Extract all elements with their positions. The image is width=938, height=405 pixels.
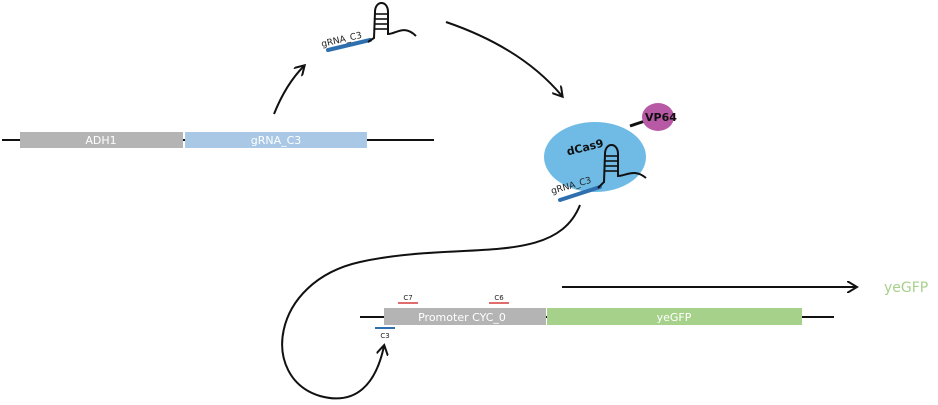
free-grna: gRNA_C3 [320,2,417,52]
complex-grna-hairpin-icon [597,144,647,189]
site-c6-label: C6 [494,294,504,302]
site-c3-label: C3 [380,332,389,340]
yegfp-segment [547,308,802,325]
free-grna-spacer [326,38,372,52]
targeting-arrow [281,204,581,400]
adh1-segment [20,132,183,148]
adh1-label: ADH1 [85,134,116,147]
complex-grna-rungs [605,155,618,172]
yegfp-segment-label: yeGFP [657,311,692,324]
complex-grna-spacer [558,185,602,202]
vp64-label: VP64 [645,111,677,124]
output-label: yeGFP [884,280,928,296]
dcas9-protein [544,122,646,192]
top-construct: ADH1 gRNA_C3 [2,132,434,148]
free-grna-hairpin-icon [367,2,417,43]
free-grna-rungs [375,13,388,30]
promoter-label: Promoter CYC_0 [418,311,506,324]
bottom-construct: Promoter CYC_0 yeGFP C7 C6 C3 [360,294,834,340]
vp64-domain [642,103,674,131]
grna-c3-segment [185,132,367,148]
dcas9-complex: VP64 dCas9 gRNA_C3 [544,103,677,202]
binding-arrow [445,21,562,96]
promoter-segment [384,308,546,325]
site-c7-label: C7 [403,294,412,302]
transcription-arrow [273,66,304,115]
grna-c3-segment-label: gRNA_C3 [251,134,302,147]
